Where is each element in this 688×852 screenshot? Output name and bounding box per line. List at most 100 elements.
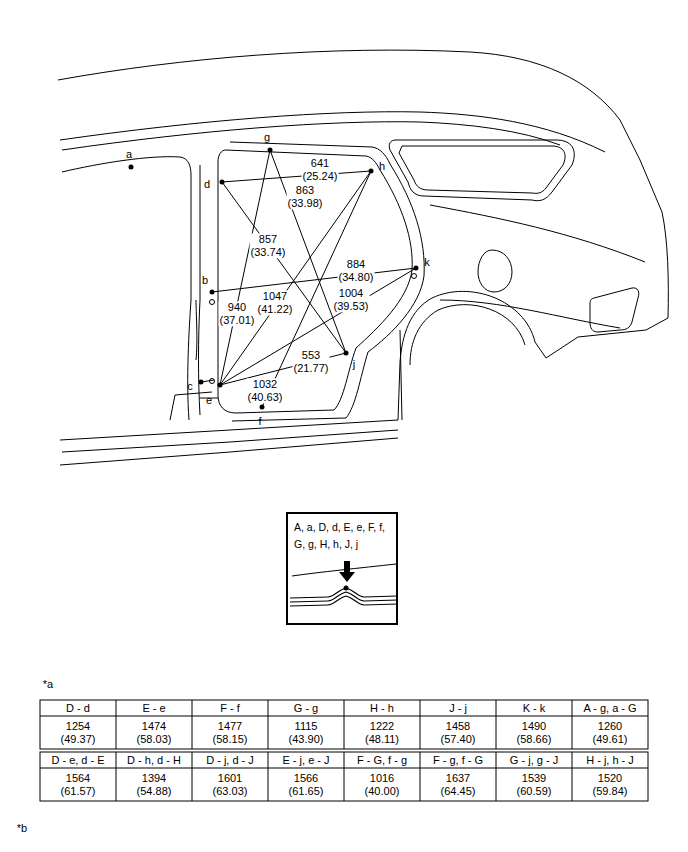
point-letter: f <box>258 415 261 428</box>
dimension-value: 857 (33.74) <box>250 233 287 258</box>
table-value: 1490 (58.66) <box>517 720 552 745</box>
dimension-line <box>262 171 371 407</box>
table-header: D - e, d - E <box>51 754 104 767</box>
table-value: 1458 (57.40) <box>441 720 476 745</box>
table-value: 1254 (49.37) <box>61 720 96 745</box>
dimension-value: 940 (37.01) <box>219 301 256 326</box>
point <box>260 405 265 410</box>
table-header: F - g, f - G <box>433 754 483 767</box>
front-opening <box>62 157 191 420</box>
b-pillar-base <box>170 392 212 420</box>
table-header: G - g <box>294 702 318 715</box>
c-pillar-line <box>400 330 402 420</box>
dimension-value: 863 (33.98) <box>287 184 324 209</box>
table-header: H - h <box>370 702 394 715</box>
inset-caption: A, a, D, d, E, e, F, f, G, g, H, h, J, j <box>288 514 396 558</box>
point-letter: j <box>353 358 355 371</box>
dimension-lines <box>201 150 416 407</box>
point-letter: e <box>206 394 212 407</box>
table-header: F - f <box>220 702 240 715</box>
table-tag: *a <box>43 678 53 691</box>
dimension-value: 1047 (41.22) <box>257 290 294 315</box>
point <box>344 586 349 591</box>
wheel-arch <box>398 291 535 420</box>
dimension-tables <box>40 700 648 801</box>
table-header: D - d <box>66 702 90 715</box>
wheel-arch-inner <box>410 305 525 365</box>
table-columns <box>116 700 572 801</box>
table-value: 1394 (54.88) <box>137 772 172 797</box>
table-header: E - j, e - J <box>282 754 329 767</box>
point <box>129 165 134 170</box>
table-header: D - h, d - H <box>127 754 181 767</box>
table-header: J - j <box>449 702 467 715</box>
table-value: 1520 (59.84) <box>593 772 628 797</box>
tail-lamp <box>590 288 639 332</box>
point <box>414 266 419 271</box>
quarter-window <box>389 140 574 201</box>
point <box>210 290 215 295</box>
measuring-points <box>129 148 419 410</box>
table-header: D - j, d - J <box>206 754 254 767</box>
point <box>369 169 374 174</box>
panel-flange <box>290 596 398 606</box>
table-value: 1566 (61.65) <box>289 772 324 797</box>
table-header: H - j, h - J <box>586 754 634 767</box>
table-value: 1564 (61.57) <box>61 772 96 797</box>
table-value: 1601 (63.03) <box>213 772 248 797</box>
table-tag: *b <box>17 822 27 835</box>
point-letter: h <box>379 160 385 173</box>
table-value: 1637 (64.45) <box>441 772 476 797</box>
inset-box: A, a, D, d, E, e, F, f, G, g, H, h, J, j <box>286 512 398 625</box>
table-value: 1016 (40.00) <box>365 772 400 797</box>
rocker-line-bottom <box>62 430 398 452</box>
point-letter: b <box>202 274 208 287</box>
front-opening-inner <box>199 165 201 415</box>
arrow-shaft <box>344 561 350 573</box>
table-value: 1539 (60.59) <box>517 772 552 797</box>
roof-outline <box>58 50 668 358</box>
point <box>268 148 273 153</box>
point-letter: k <box>424 256 430 269</box>
rear-door-opening <box>218 150 412 413</box>
dimension-line <box>222 171 371 182</box>
rear-door-flange <box>230 142 424 421</box>
dimension-value: 1004 (39.53) <box>333 287 370 312</box>
table-value: 1222 (48.11) <box>365 720 399 745</box>
point <box>220 180 225 185</box>
hole <box>210 300 215 305</box>
table-header: K - k <box>523 702 546 715</box>
car-body <box>58 50 668 465</box>
dimension-value: 1032 (40.63) <box>247 378 284 403</box>
point <box>218 383 223 388</box>
point-letter: g <box>264 131 270 144</box>
arrow-head <box>339 572 355 582</box>
hole <box>412 274 417 279</box>
belt-line <box>430 205 645 262</box>
inset-detail <box>290 561 398 606</box>
table-header: E - e <box>142 702 165 715</box>
quarter-window-inner <box>399 146 565 193</box>
point-letter: d <box>204 178 210 191</box>
rocker-line <box>60 420 398 440</box>
dimension-line <box>222 182 346 353</box>
fuel-door <box>478 250 512 292</box>
dimension-value: 641 (25.24) <box>302 157 339 182</box>
pillar-hole <box>196 300 198 360</box>
table-header: A - g, a - G <box>583 702 636 715</box>
dimension-value: 553 (21.77) <box>293 349 330 374</box>
dimension-line <box>220 150 270 385</box>
point <box>199 380 204 385</box>
table-value: 1474 (58.03) <box>137 720 172 745</box>
table-header: G - j, g - J <box>510 754 558 767</box>
dimension-value: 884 (34.80) <box>338 258 375 283</box>
quarter-panel-line <box>440 300 620 328</box>
point-letter: a <box>126 148 132 161</box>
table-value: 1477 (58.15) <box>213 720 248 745</box>
point <box>344 351 349 356</box>
point-letter: c <box>187 380 193 393</box>
table-value: 1260 (49.61) <box>593 720 628 745</box>
table-header: F - G, f - g <box>357 754 407 767</box>
